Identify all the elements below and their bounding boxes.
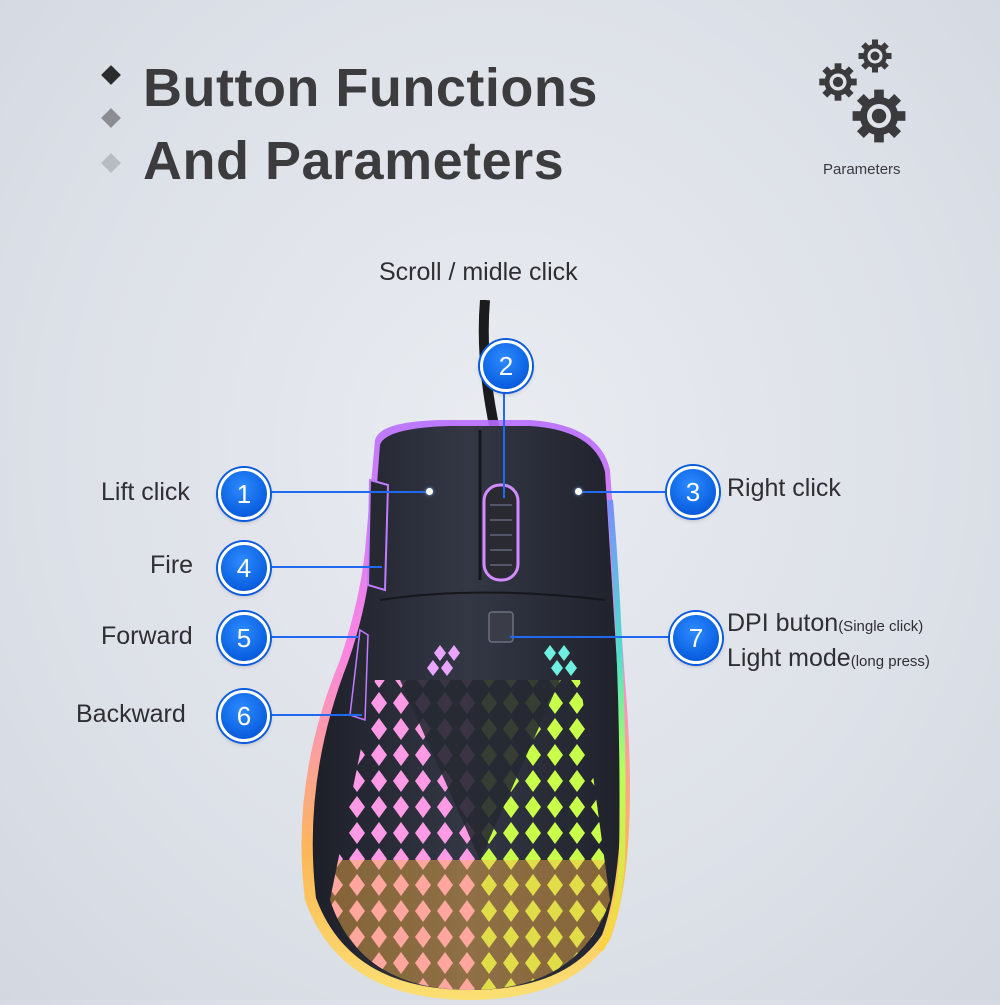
leader-dot-3 [575, 488, 582, 495]
dpi-note-text: (Single click) [838, 618, 924, 635]
leader-line-1 [266, 491, 429, 493]
badge-1: 1 [218, 468, 270, 520]
backward-label: Backward [76, 700, 186, 728]
title-line-1: Button Functions [143, 58, 598, 118]
leader-line-6 [266, 714, 362, 716]
light-note-text: (long press) [850, 653, 930, 670]
mouse-product-image [280, 299, 660, 1000]
leader-line-2 [503, 388, 505, 498]
parameters-caption: Parameters [823, 161, 901, 178]
right-click-label: Right click [727, 474, 841, 502]
bullet-diamond-light [101, 153, 121, 173]
title-line-2: And Parameters [143, 131, 565, 191]
fire-label: Fire [150, 551, 194, 579]
leader-line-5 [266, 636, 358, 638]
leader-dot-1 [426, 488, 433, 495]
dpi-label: DPI buton(Single click) [727, 611, 923, 636]
dpi-main-text: DPI buton [727, 609, 839, 637]
bullet-diamond-dark [101, 65, 121, 85]
light-mode-label: Light mode(long press) [727, 646, 930, 671]
badge-3: 3 [667, 466, 719, 518]
gears-icon [812, 32, 922, 162]
scroll-label: Scroll / midle click [379, 258, 578, 286]
light-main-text: Light mode [727, 644, 851, 672]
left-click-label: Lift click [101, 478, 190, 506]
badge-5: 5 [218, 612, 270, 664]
badge-4: 4 [218, 542, 270, 594]
leader-line-7 [510, 636, 670, 638]
badge-7: 7 [670, 612, 722, 664]
bullet-diamond-mid [101, 108, 121, 128]
leader-line-4 [266, 566, 382, 568]
forward-label: Forward [101, 622, 193, 650]
badge-2: 2 [480, 340, 532, 392]
badge-6: 6 [218, 690, 270, 742]
leader-line-3 [579, 491, 667, 493]
